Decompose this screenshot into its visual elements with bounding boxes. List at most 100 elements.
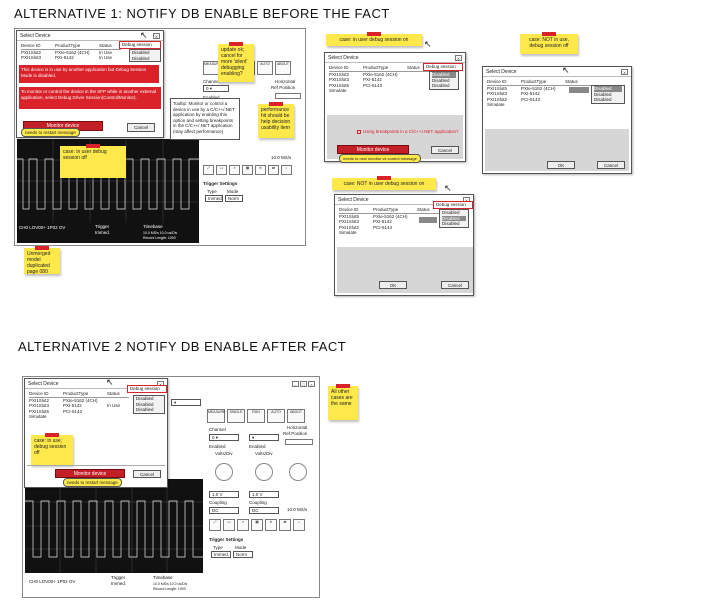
about-tab[interactable]: ABOUT [275,61,291,75]
monitor-device-button[interactable]: Monitor device [55,469,125,478]
arrange-icon[interactable]: ≡ [237,519,249,531]
timebase-knob[interactable] [289,463,307,481]
debug-session-select[interactable]: Debug session [433,201,473,209]
ref-position-input[interactable] [285,439,313,445]
channel-select-2[interactable]: ▾ [249,434,279,441]
channel-select[interactable]: 0 ▾ [209,434,239,441]
table-row[interactable]: Simulate [339,230,357,235]
close-icon[interactable]: X [455,54,462,61]
enabled-checkbox[interactable]: Enabled [209,444,226,449]
bus-icon[interactable]: ⇄ [268,165,279,175]
table-row[interactable]: Simulate [487,102,505,107]
coupling-select-2[interactable]: DC [249,507,279,514]
bus-icon[interactable]: ⇄ [279,519,291,531]
coupling-label-2: Coupling [249,500,267,505]
cancel-button[interactable]: Cancel [441,281,469,289]
volts-value[interactable]: 1.0 V [209,491,239,498]
settings-panel: MEASURE SINGLE RUN AUTO ABOUT Channel 0 … [205,407,317,593]
trigger-type-select[interactable]: Immed. [211,551,231,558]
volts-value-2[interactable]: 1.0 V [249,491,279,498]
fit-icon[interactable]: ▭ [216,165,227,175]
trigger-status-value: Immed. [95,230,111,235]
debug-session-select[interactable]: Debug session [423,63,463,71]
sticky-note-case-alt2: case: in use, debug session off [31,433,73,465]
close-icon[interactable]: X [621,68,628,75]
range-select[interactable]: ▾ [171,399,201,406]
coupling-select[interactable]: DC [209,507,239,514]
ref-position-input[interactable] [275,93,301,99]
xy-icon[interactable]: ✕ [265,519,277,531]
cancel-button[interactable]: Cancel [597,161,625,169]
volts-knob[interactable] [215,463,233,481]
debug-options-dropdown[interactable]: Disabled Disabled [129,49,161,62]
xy-icon[interactable]: ✕ [255,165,266,175]
table-row[interactable]: Simulate [329,88,347,93]
table-row[interactable]: Simulate [29,414,47,419]
maximize-icon[interactable]: □ [300,381,307,387]
about-tab[interactable]: ABOUT [287,409,305,423]
sticky-text: update ok; cancel for more 'silent' debu… [221,47,248,77]
arrange-icon[interactable]: ≡ [229,165,240,175]
enabled-checkbox[interactable]: Enabled [203,95,220,100]
trigger-mode-select[interactable]: Norm [233,551,253,558]
close-icon[interactable]: X [153,32,160,39]
scope-display[interactable] [25,479,203,573]
option-disabled[interactable]: Disabled [132,50,150,55]
auto-tab[interactable]: AUTO [257,61,273,75]
measure-tab[interactable]: MEASURE [203,61,221,75]
fit-icon[interactable]: ▭ [223,519,235,531]
ok-button[interactable]: OK [547,161,575,169]
channels-icon[interactable]: ▦ [242,165,253,175]
channel-select[interactable]: 0 ▾ [203,85,229,92]
run-tab[interactable]: RUN [247,409,265,423]
timebase-value: 10.0 MS/s 10.0 us/Div [153,582,188,586]
single-tab[interactable]: SINGLE [227,409,245,423]
channels-icon[interactable]: ▦ [251,519,263,531]
volts-knob-2[interactable] [255,463,273,481]
cancel-button[interactable]: Cancel [127,123,155,132]
trigger-mode-select[interactable]: Norm [225,195,243,202]
scale-icon[interactable]: ⤢ [209,519,221,531]
close-icon[interactable]: × [308,381,315,387]
cancel-button[interactable]: Cancel [431,146,459,154]
auto-tab[interactable]: AUTO [267,409,285,423]
cancel-button[interactable]: Cancel [133,470,161,478]
debug-session-select[interactable]: Debug session [119,41,161,49]
enabled-checkbox-2[interactable]: Enabled [249,444,266,449]
scale-icon[interactable]: ⤢ [203,165,214,175]
minimize-icon[interactable]: – [292,381,299,387]
zoom-icon[interactable]: ⌕ [293,519,305,531]
debug-breakpoint-checkbox[interactable]: Using breakpoints in a C/C++/.NET applic… [357,129,458,134]
dialog-footer: OK Cancel [485,129,629,171]
monitor-device-button[interactable]: Monitor device [337,145,409,154]
heading-alternative-1: ALTERNATIVE 1: NOTIFY DB ENABLE BEFORE T… [14,6,390,21]
zoom-icon[interactable]: ⌕ [281,165,292,175]
col-status: Status [99,43,112,48]
measure-tab[interactable]: MEASURE [207,409,225,423]
ok-button[interactable]: OK [379,281,407,289]
timebase-label: Timebase [143,224,163,229]
option-disabled[interactable]: Disabled [132,55,150,61]
debug-session-select[interactable]: Debug session [127,385,167,393]
trigger-type-select[interactable]: Immed. [205,195,223,202]
record-length: Record Length: 1000 [153,587,186,591]
